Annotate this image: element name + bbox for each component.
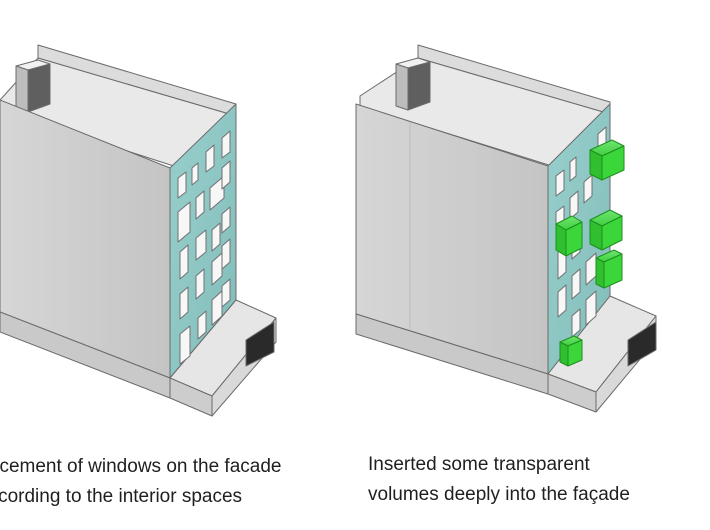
- window: [569, 156, 577, 182]
- window: [211, 222, 221, 252]
- window: [555, 169, 565, 197]
- window: [195, 268, 205, 300]
- window: [221, 160, 231, 190]
- window: [583, 174, 593, 204]
- window: [211, 252, 223, 286]
- window: [177, 201, 191, 243]
- inserted-volume: [589, 139, 625, 181]
- roof-box-front: [395, 63, 409, 111]
- window: [571, 268, 581, 300]
- window: [177, 171, 187, 199]
- caption-left-line-1: Placement of windows on the facade: [0, 456, 282, 477]
- caption-left-line-2: according to the interior spaces: [0, 486, 243, 507]
- building-right: [355, 44, 657, 413]
- window: [195, 229, 207, 261]
- caption-left: Placement of windows on the facade accor…: [0, 452, 281, 512]
- inserted-volume: [595, 249, 623, 289]
- window: [211, 290, 223, 326]
- window: [221, 206, 231, 234]
- window: [209, 175, 225, 211]
- window: [179, 325, 191, 365]
- roof-box-side: [27, 63, 51, 113]
- inserted-volumes: [555, 139, 625, 367]
- window: [205, 144, 215, 173]
- window: [585, 290, 597, 326]
- plinth-opening: [627, 321, 657, 367]
- inserted-volume: [555, 215, 583, 257]
- roof-box-side: [407, 61, 431, 111]
- caption-right: Inserted some transparent volumes deeply…: [368, 450, 630, 510]
- caption-right-line-1: Inserted some transparent: [368, 454, 590, 475]
- caption-right-line-2: volumes deeply into the façade: [368, 484, 630, 505]
- inserted-volume: [589, 209, 623, 251]
- plinth-opening: [245, 321, 275, 367]
- roof-box-front: [15, 65, 29, 113]
- window: [179, 244, 189, 280]
- window: [191, 162, 199, 186]
- window: [569, 190, 579, 220]
- facade-windows: [177, 130, 231, 365]
- window: [571, 308, 581, 338]
- window: [221, 238, 231, 270]
- window: [221, 278, 231, 308]
- inserted-volume: [559, 335, 583, 367]
- plinth-lower-front: [355, 313, 549, 395]
- window: [179, 286, 189, 320]
- window: [197, 310, 207, 340]
- window: [221, 130, 231, 159]
- window: [195, 190, 205, 220]
- plinth-lower-front: [0, 311, 171, 399]
- building-left: [0, 44, 277, 417]
- window: [557, 284, 567, 318]
